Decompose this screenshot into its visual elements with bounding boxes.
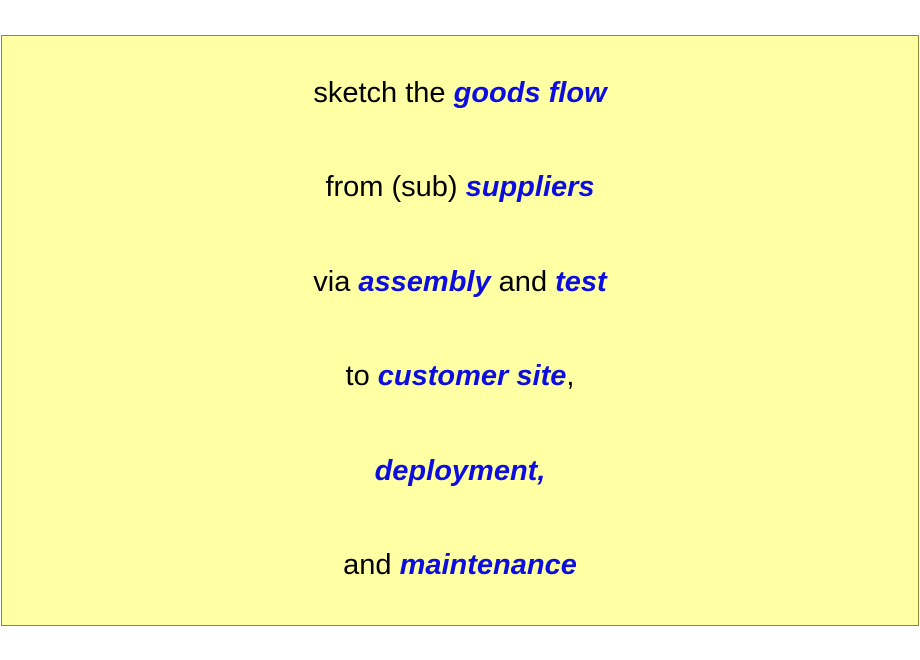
- text-line-customer-site: to customer site,: [2, 358, 918, 394]
- text-line-goods-flow: sketch the goods flow: [2, 75, 918, 111]
- text-line-assembly-test: via assembly and test: [2, 264, 918, 300]
- emphasis-text: assembly: [358, 266, 491, 298]
- plain-text: via: [313, 266, 359, 298]
- plain-text: and: [343, 549, 400, 581]
- plain-text: to: [345, 360, 378, 392]
- plain-text: and: [490, 266, 556, 298]
- emphasis-text: goods flow: [453, 77, 607, 109]
- emphasis-text: deployment,: [374, 455, 546, 487]
- yellow-text-box: sketch the goods flow from (sub) supplie…: [1, 35, 919, 626]
- emphasis-text: suppliers: [465, 171, 595, 203]
- plain-text: from (sub): [325, 171, 466, 203]
- plain-text: ,: [566, 360, 575, 392]
- emphasis-text: maintenance: [399, 549, 577, 581]
- text-line-deployment: deployment,: [2, 453, 918, 489]
- emphasis-text: customer site: [377, 360, 567, 392]
- text-line-suppliers: from (sub) suppliers: [2, 169, 918, 205]
- emphasis-text: test: [555, 266, 607, 298]
- text-line-maintenance: and maintenance: [2, 547, 918, 583]
- plain-text: sketch the: [313, 77, 454, 109]
